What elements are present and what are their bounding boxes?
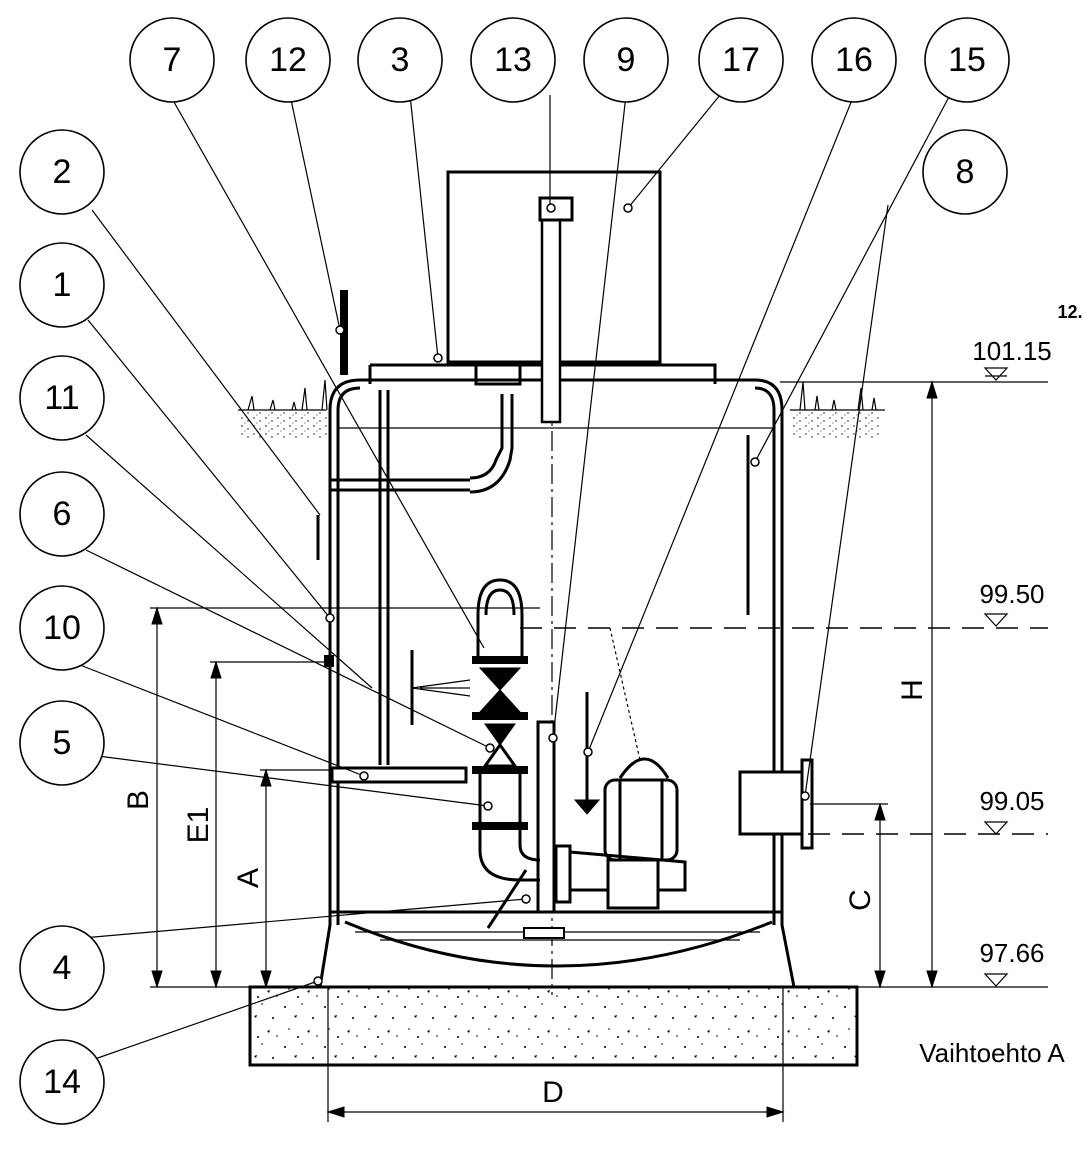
leader-lines — [59, 94, 951, 1061]
callout-label: 13 — [494, 41, 532, 79]
callout-1: 1 — [19, 242, 105, 328]
callout-12: 12 — [245, 17, 331, 103]
level-99-05: 99.05 — [979, 786, 1044, 816]
callout-label: 11 — [44, 379, 79, 417]
dimension-lines — [151, 380, 938, 1122]
callout-label: 16 — [835, 41, 873, 79]
dim-C: C — [844, 889, 877, 911]
callout-3: 3 — [357, 17, 443, 103]
submersible-pump — [554, 627, 687, 910]
level-markers — [983, 367, 1009, 987]
float-switch — [410, 650, 601, 815]
callouts: 7 12 3 13 9 17 16 15 2 8 1 11 6 10 5 4 1… — [19, 17, 1010, 1125]
variant-caption: Vaihtoehto A — [919, 1038, 1065, 1068]
callout-6: 6 — [19, 471, 105, 557]
ground-surface — [238, 379, 885, 438]
level-99-50: 99.50 — [979, 579, 1044, 609]
callout-label: 7 — [163, 41, 182, 79]
dim-A: A — [232, 868, 265, 888]
level-101-15: 101.15 — [972, 336, 1052, 366]
callout-5: 5 — [19, 700, 105, 786]
callout-11: 11 — [19, 355, 105, 441]
service-shelf — [330, 766, 468, 784]
callout-label: 6 — [53, 495, 72, 533]
callout-16: 16 — [811, 17, 897, 103]
level-97-66: 97.66 — [979, 938, 1044, 968]
callout-10: 10 — [19, 585, 105, 671]
callout-label: 1 — [53, 266, 72, 304]
foundation-slab — [248, 985, 859, 1067]
ladder — [324, 390, 390, 765]
callout-9: 9 — [583, 17, 669, 103]
callout-label: 17 — [722, 41, 760, 79]
dim-D: D — [542, 1076, 564, 1109]
callout-label: 15 — [948, 41, 986, 79]
callout-14: 14 — [19, 1039, 105, 1125]
callout-label: 12 — [269, 41, 307, 79]
callout-label: 14 — [43, 1063, 81, 1101]
callout-label: 8 — [956, 153, 975, 191]
callout-4: 4 — [19, 925, 105, 1011]
dimension-labels: B E1 A H C D — [122, 679, 929, 1109]
dim-B: B — [122, 790, 155, 810]
callout-label: 3 — [391, 41, 410, 79]
dim-E1: E1 — [182, 807, 215, 844]
leader-dots — [313, 203, 810, 986]
callout-13: 13 — [470, 17, 556, 103]
corner-mark: 12. — [1057, 302, 1082, 322]
callout-17: 17 — [698, 17, 784, 103]
callout-label: 10 — [43, 609, 81, 647]
callout-7: 7 — [129, 17, 215, 103]
callout-2: 2 — [19, 129, 105, 215]
callout-label: 2 — [53, 153, 72, 191]
callout-15: 15 — [924, 17, 1010, 103]
level-labels: 101.15 99.50 99.05 97.66 — [972, 336, 1052, 968]
callout-label: 4 — [53, 949, 72, 987]
inlet-pipe — [738, 758, 814, 850]
discharge-pipe — [472, 578, 565, 939]
dim-H: H — [896, 679, 929, 701]
callout-label: 5 — [53, 724, 72, 762]
callout-8: 8 — [922, 129, 1008, 215]
callout-label: 9 — [617, 41, 636, 79]
guide-rail — [536, 196, 574, 995]
